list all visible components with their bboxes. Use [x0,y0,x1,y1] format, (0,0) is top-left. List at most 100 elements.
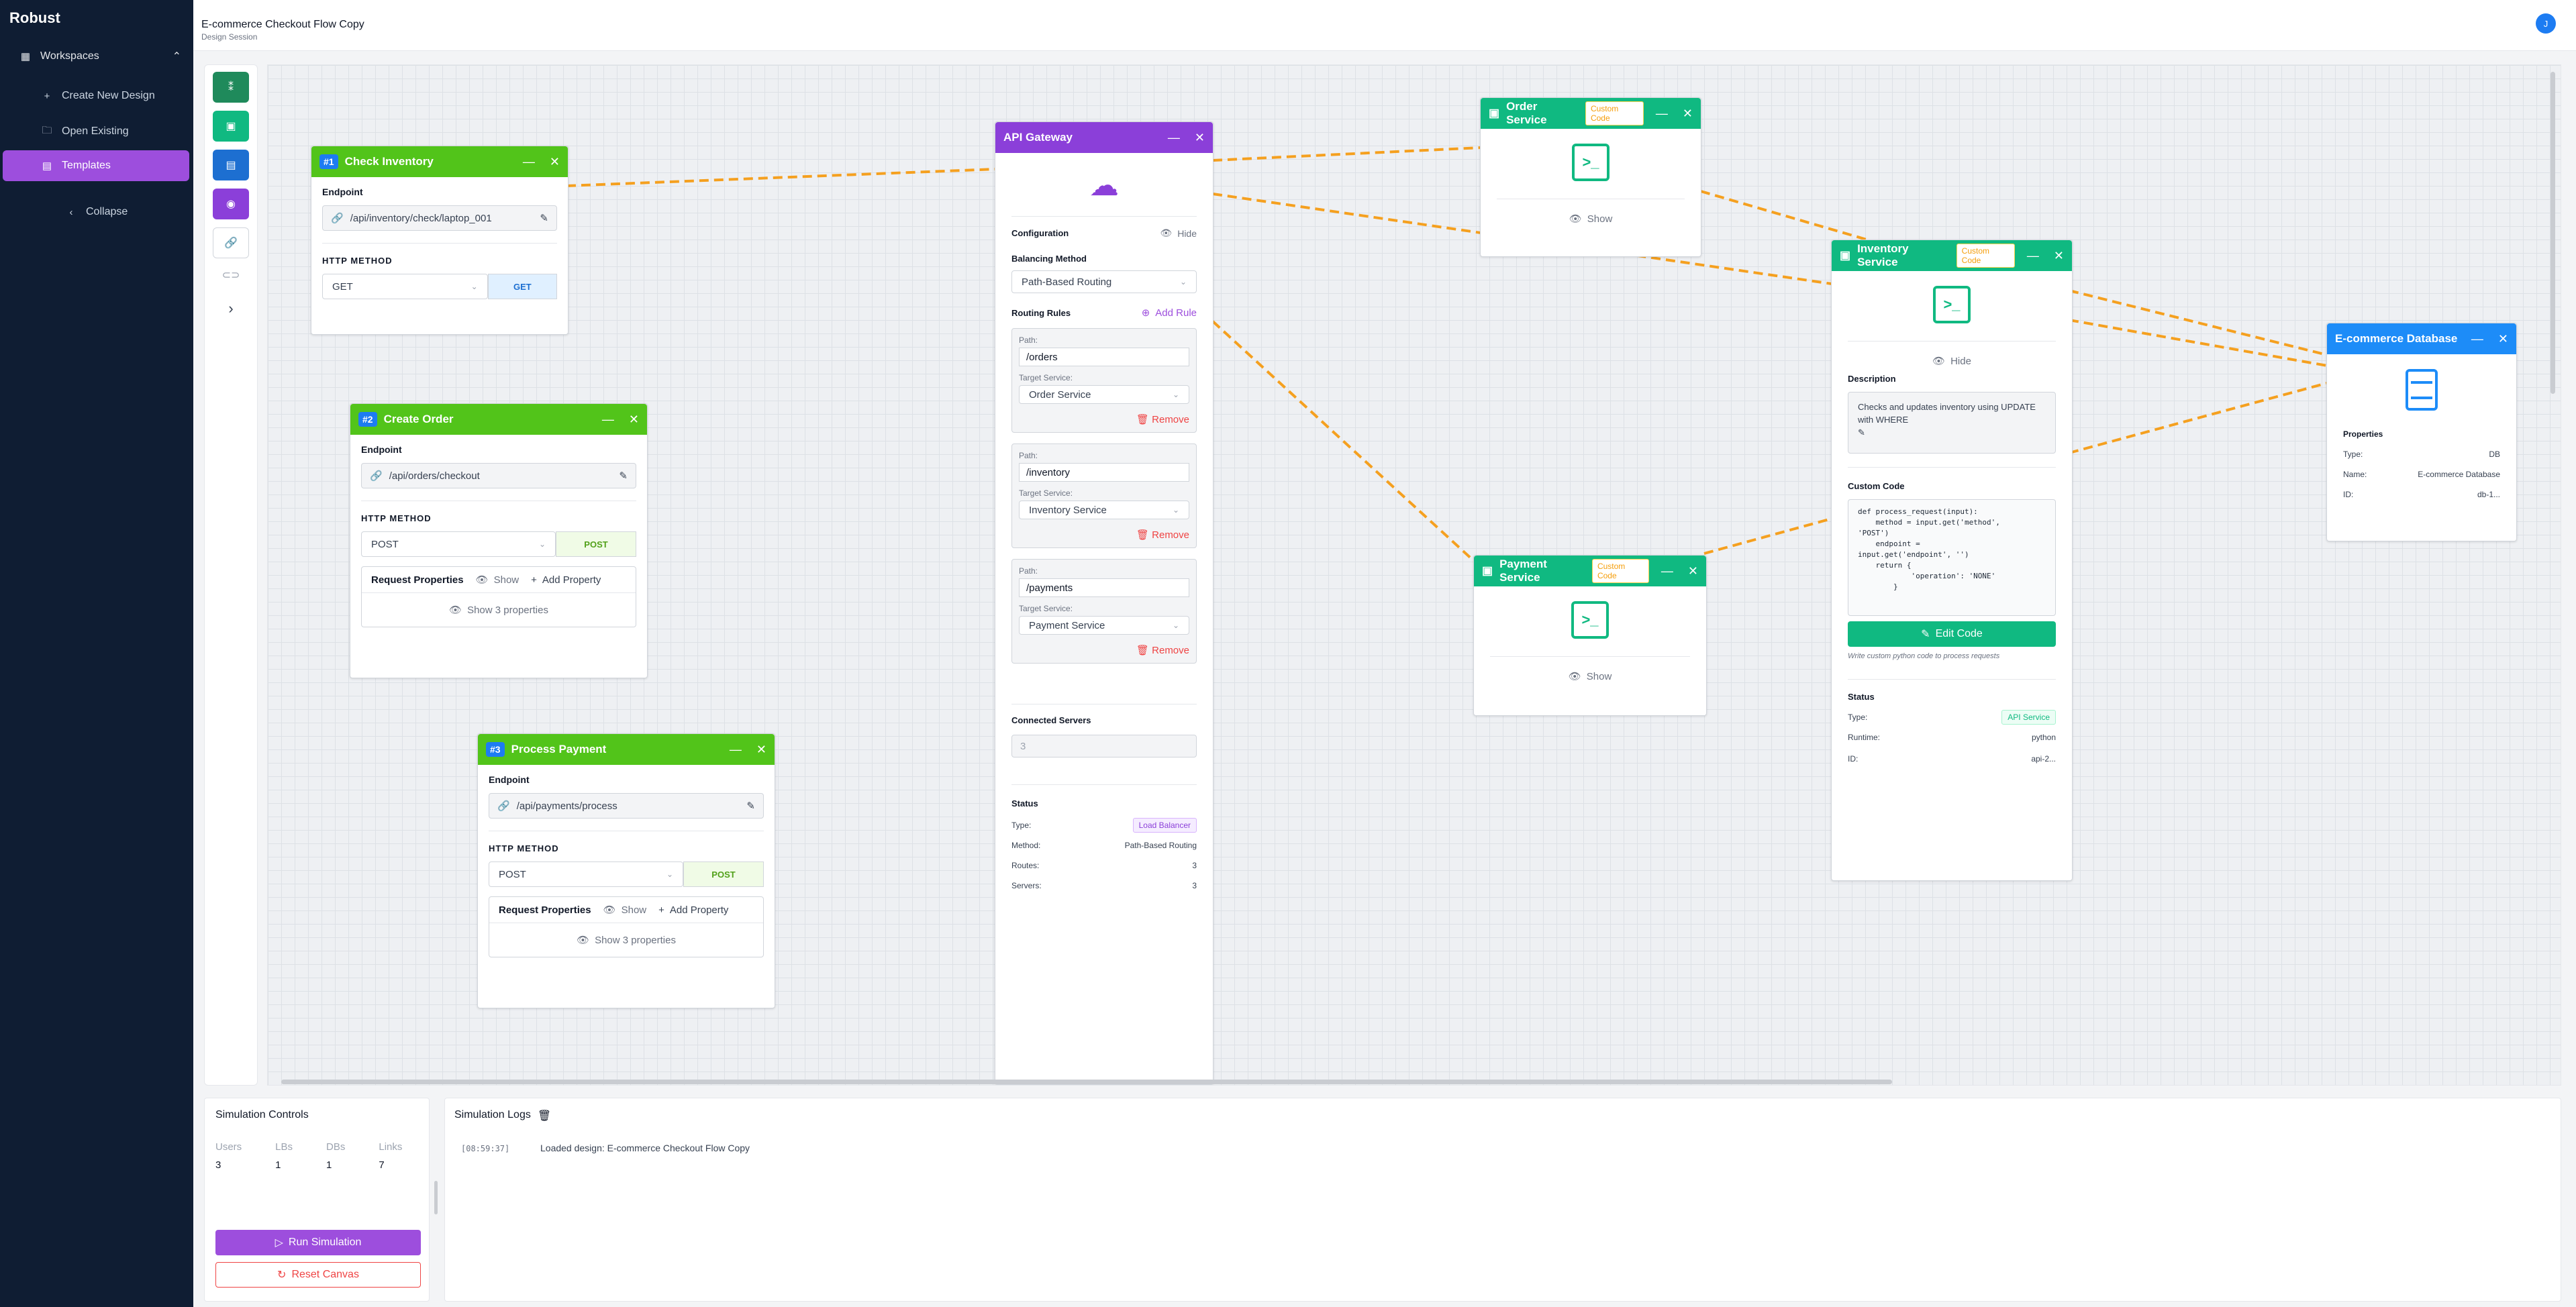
service-node-payment[interactable]: ▣ Payment Service Custom Code —✕ >_ 👁Sho… [1473,555,1707,716]
minimize-icon[interactable]: — [1655,106,1668,120]
description-box[interactable]: Checks and updates inventory using UPDAT… [1848,392,2056,454]
remove-rule-button[interactable]: 🗑 Remove [1019,529,1189,541]
database-node[interactable]: E-commerce Database —✕ Properties Type:D… [2326,323,2517,541]
avatar[interactable]: J [2536,13,2556,34]
reset-canvas-button[interactable]: ↻Reset Canvas [215,1262,421,1288]
node-header[interactable]: ▣ Inventory Service Custom Code —✕ [1832,240,2072,271]
edge[interactable] [2069,319,2328,367]
close-icon[interactable]: ✕ [1687,564,1698,578]
edge[interactable] [1703,517,1832,555]
service-node-order[interactable]: ▣ Order Service Custom Code —✕ >_ 👁Show [1480,97,1701,257]
remove-rule-button[interactable]: 🗑 Remove [1019,413,1189,425]
endpoint-label: Endpoint [489,774,530,785]
service-node-inventory[interactable]: ▣ Inventory Service Custom Code —✕ >_ 👁H… [1831,240,2073,881]
minimize-icon[interactable]: — [601,412,614,426]
horizontal-scrollbar[interactable] [281,1080,1892,1084]
node-icon: ⁑ [228,82,234,93]
path-input[interactable]: /orders [1019,348,1189,366]
edge[interactable] [566,168,997,187]
minimize-icon[interactable]: — [1167,130,1180,144]
gateway-node[interactable]: API Gateway —✕ ☁ Configuration 👁Hide Bal… [995,121,1213,1085]
edge[interactable] [2069,382,2328,454]
edge[interactable] [1211,320,1476,563]
endpoint-node-check-inventory[interactable]: #1 Check Inventory —✕ Endpoint 🔗 /api/in… [311,146,568,335]
link-tool-button[interactable]: 🔗 [213,227,249,258]
run-simulation-button[interactable]: ▷Run Simulation [215,1230,421,1255]
sidebar-item-open[interactable]: 🗀 Open Existing [42,125,128,138]
edit-icon[interactable]: ✎ [540,213,548,224]
show-properties-button[interactable]: 👁Show 3 properties [489,923,763,957]
close-icon[interactable]: ✕ [1682,106,1693,120]
node-header[interactable]: #2 Create Order —✕ [350,404,647,435]
endpoint-tool-button[interactable]: ⁑ [213,72,249,103]
path-input[interactable]: /inventory [1019,463,1189,482]
endpoint-input[interactable]: 🔗 /api/orders/checkout ✎ [361,463,636,488]
balancing-select[interactable]: Path-Based Routing⌄ [1011,270,1197,293]
minimize-icon[interactable]: — [1661,564,1673,578]
toggle-switch[interactable]: ⊂⊃ [213,264,249,286]
design-canvas[interactable]: #1 Check Inventory —✕ Endpoint 🔗 /api/in… [267,64,2561,1086]
node-header[interactable]: #3 Process Payment —✕ [478,734,775,765]
collapse-button[interactable]: ‹ Collapse [66,206,128,218]
vertical-scrollbar[interactable] [2550,72,2555,394]
show-toggle[interactable]: 👁Show [1474,670,1706,683]
sidebar-item-templates[interactable]: ▤ Templates [3,150,189,181]
sidebar-item-create[interactable]: + Create New Design [42,90,155,102]
plus-icon: + [658,904,664,916]
show-toggle[interactable]: 👁Show [1481,213,1701,225]
reset-label: Reset Canvas [291,1269,359,1280]
edit-icon[interactable]: ✎ [746,800,755,812]
panel-resizer[interactable] [434,1181,438,1214]
add-rule-button[interactable]: ⊕Add Rule [1142,307,1197,319]
service-tool-button[interactable]: ▣ [213,111,249,142]
show-toggle[interactable]: 👁Show [603,904,647,917]
expand-palette-button[interactable]: › [213,297,249,320]
target-select[interactable]: Order Service⌄ [1019,385,1189,404]
endpoint-input[interactable]: 🔗 /api/payments/process ✎ [489,793,764,819]
minimize-icon[interactable]: — [522,154,535,168]
edge[interactable] [1700,190,1899,250]
show-properties-button[interactable]: 👁Show 3 properties [362,593,636,627]
add-property-button[interactable]: +Add Property [531,574,601,586]
target-select[interactable]: Payment Service⌄ [1019,616,1189,635]
node-header[interactable]: #1 Check Inventory —✕ [311,146,568,177]
path-input[interactable]: /payments [1019,578,1189,597]
close-icon[interactable]: ✕ [549,154,560,168]
hide-toggle[interactable]: 👁Hide [1832,355,2072,368]
edit-code-button[interactable]: ✎Edit Code [1848,621,2056,647]
http-method-select[interactable]: POST⌄ [489,861,683,887]
close-icon[interactable]: ✕ [1194,130,1205,144]
close-icon[interactable]: ✕ [756,742,766,756]
endpoint-input[interactable]: 🔗 /api/inventory/check/laptop_001 ✎ [322,205,557,231]
edge[interactable] [1212,146,1482,162]
node-header[interactable]: ▣ Payment Service Custom Code —✕ [1474,556,1706,586]
database-tool-button[interactable]: ▤ [213,150,249,180]
close-icon[interactable]: ✕ [2053,248,2064,262]
node-header[interactable]: API Gateway —✕ [995,122,1213,153]
http-method-select[interactable]: GET⌄ [322,274,488,299]
code-editor[interactable]: def process_request(input): method = inp… [1848,499,2056,616]
edit-icon[interactable]: ✎ [619,470,628,482]
close-icon[interactable]: ✕ [2497,331,2508,346]
endpoint-label: Endpoint [361,444,402,455]
gateway-tool-button[interactable]: ◉ [213,189,249,219]
endpoint-node-process-payment[interactable]: #3 Process Payment —✕ Endpoint 🔗 /api/pa… [477,733,775,1008]
edit-icon[interactable]: ✎ [1858,427,1865,437]
endpoint-node-create-order[interactable]: #2 Create Order —✕ Endpoint 🔗 /api/order… [350,403,648,678]
remove-rule-button[interactable]: 🗑 Remove [1019,644,1189,656]
workspaces-toggle[interactable]: ▦ Workspaces ⌃ [20,50,181,63]
hide-toggle[interactable]: 👁Hide [1160,227,1197,239]
minimize-icon[interactable]: — [729,742,742,756]
minimize-icon[interactable]: — [2471,331,2483,346]
http-method-select[interactable]: POST⌄ [361,531,556,557]
status-value: python [2031,733,2056,742]
close-icon[interactable]: ✕ [628,412,639,426]
show-toggle[interactable]: 👁Show [476,574,519,586]
minimize-icon[interactable]: — [2026,248,2039,262]
node-header[interactable]: ▣ Order Service Custom Code —✕ [1481,98,1701,129]
trash-icon[interactable]: 🗑 [537,1110,552,1122]
node-header[interactable]: E-commerce Database —✕ [2327,323,2516,354]
edge[interactable] [2069,289,2328,356]
target-select[interactable]: Inventory Service⌄ [1019,501,1189,519]
add-property-button[interactable]: +Add Property [658,904,728,916]
